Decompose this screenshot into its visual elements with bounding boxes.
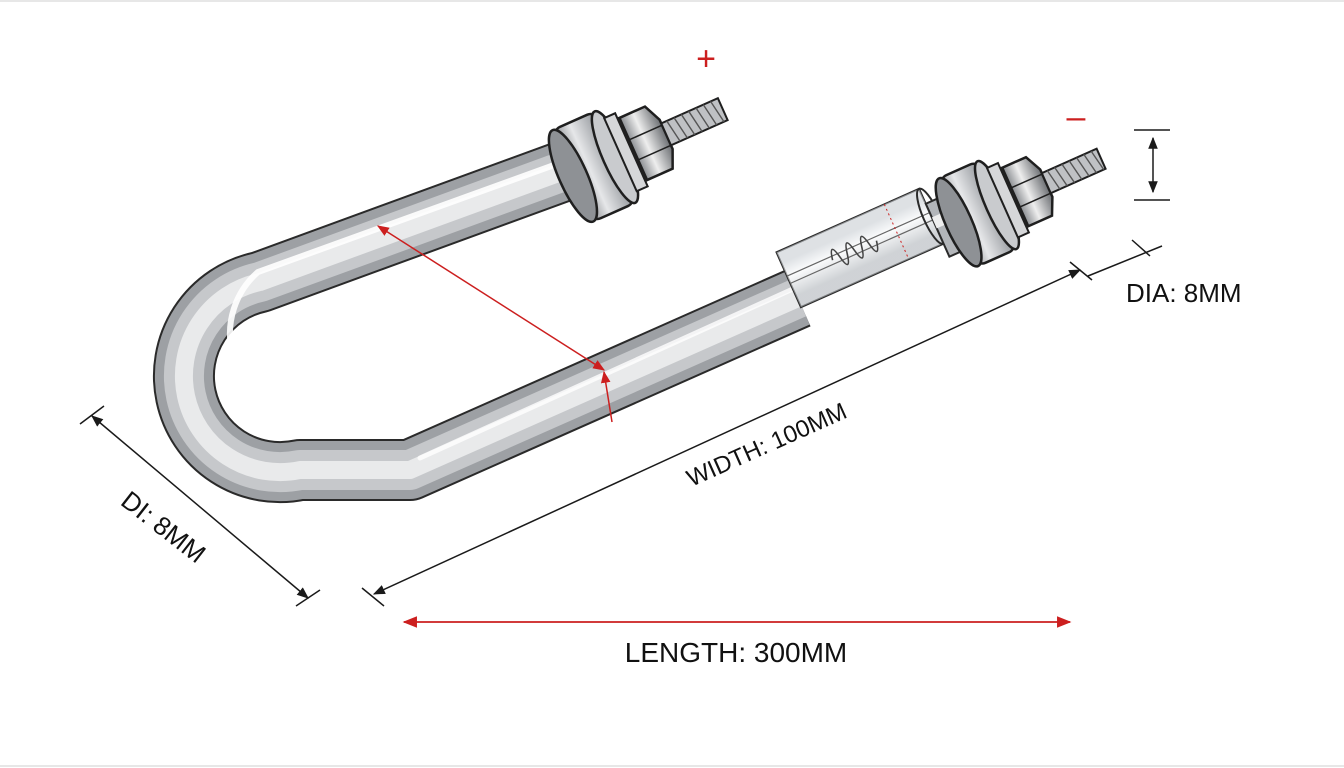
u-shaped-heating-tube xyxy=(152,138,811,504)
right-terminal xyxy=(934,147,1107,268)
di-dimension xyxy=(79,405,321,607)
inner-width-dimension xyxy=(376,225,613,423)
positive-terminal-label: + xyxy=(696,40,716,78)
di-label: DI: 8MM xyxy=(116,485,212,569)
length-label: LENGTH: 300MM xyxy=(625,637,848,668)
dia-dimension xyxy=(1134,129,1170,201)
negative-terminal-label: – xyxy=(1067,98,1086,136)
left-terminal xyxy=(547,96,729,224)
width-dimension xyxy=(361,239,1163,607)
width-label: WIDTH: 100MM xyxy=(683,398,851,493)
dia-label: DIA: 8MM xyxy=(1126,278,1242,308)
